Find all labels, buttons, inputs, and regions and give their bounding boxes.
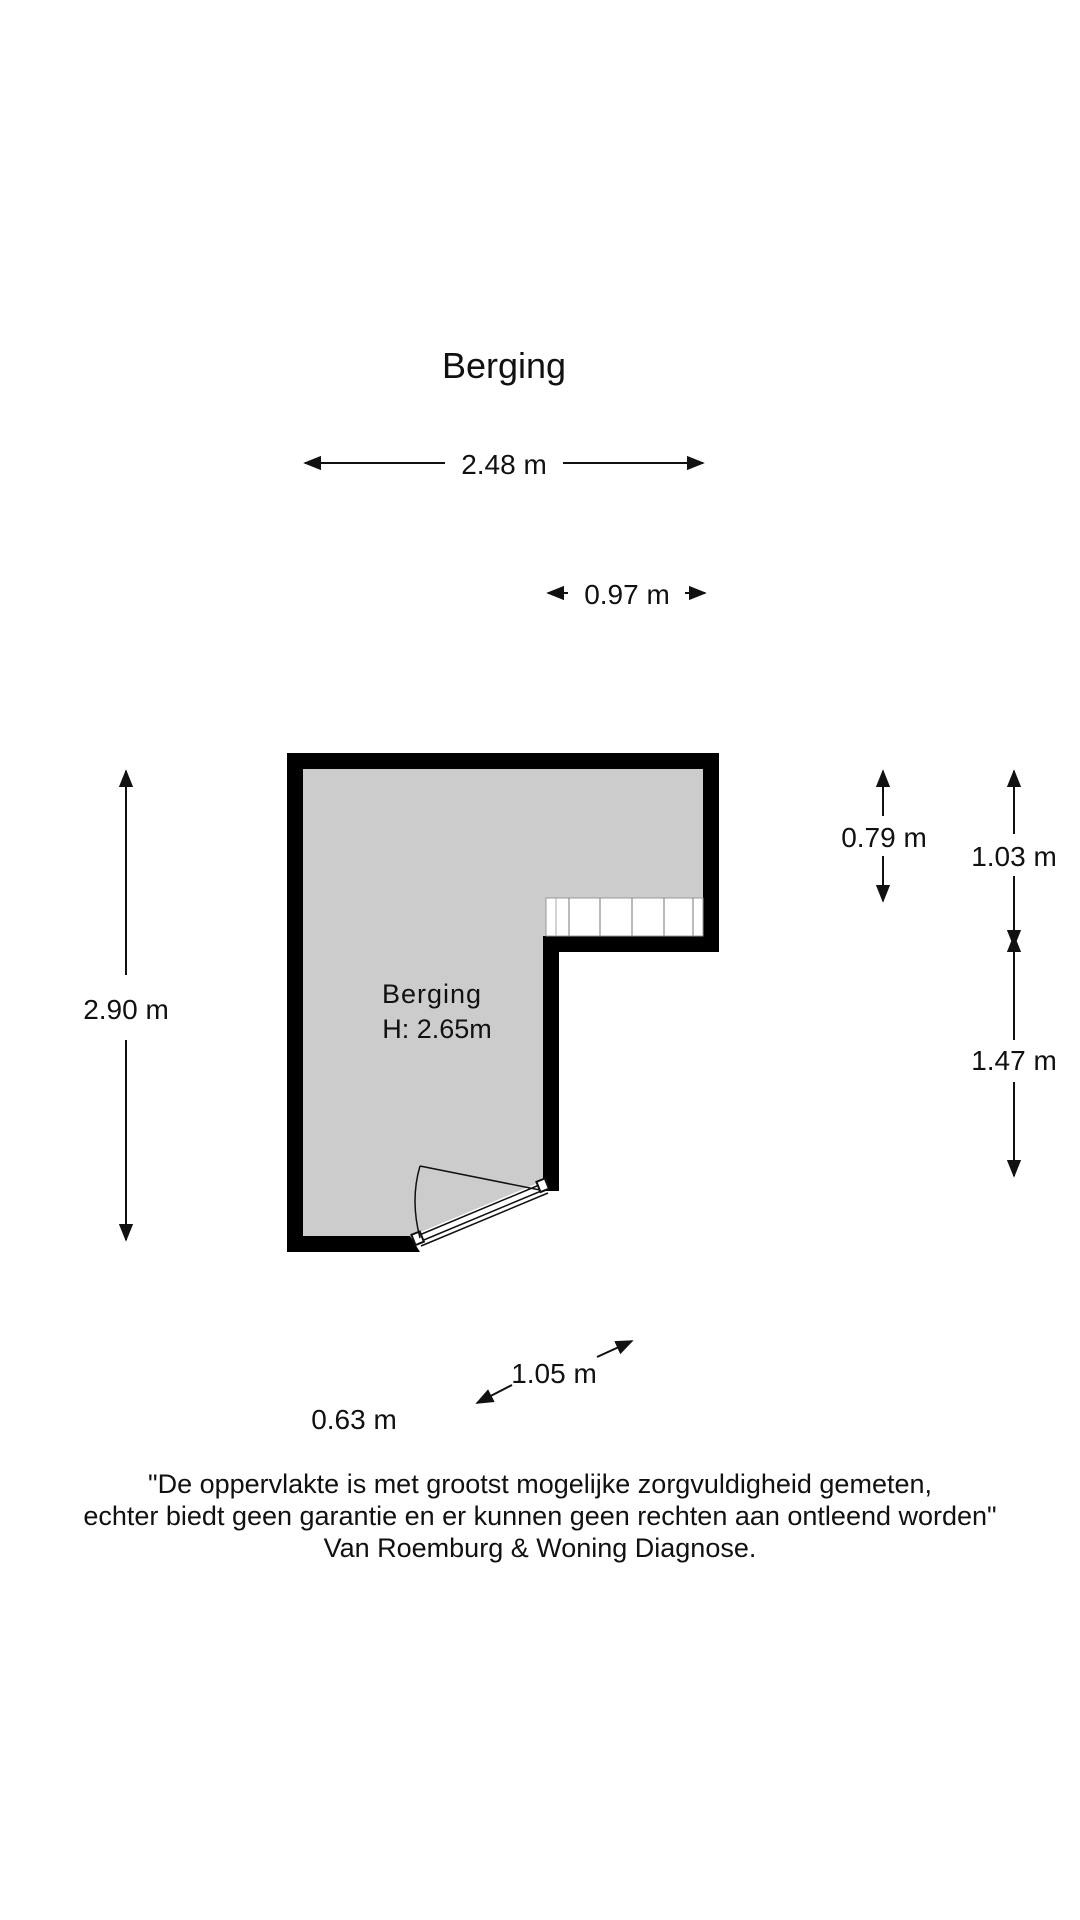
disclaimer-line: Van Roemburg & Woning Diagnose. <box>323 1533 757 1563</box>
dimension-top-width: 2.48 m <box>303 449 705 480</box>
dimension-door-diagonal: 1.05 m <box>475 1340 634 1404</box>
dimension-label: 1.05 m <box>511 1358 597 1389</box>
walls <box>287 753 719 1252</box>
stairs <box>545 897 704 937</box>
dimension-label: 2.90 m <box>83 994 169 1025</box>
dimension-top-right-width: 0.97 m <box>546 579 707 610</box>
dimension-left-height: 2.90 m <box>83 769 169 1242</box>
dimension-label: 0.97 m <box>584 579 670 610</box>
disclaimer-line: "De oppervlakte is met grootst mogelijke… <box>148 1469 932 1499</box>
dimension-label: 1.03 m <box>971 841 1057 872</box>
disclaimer-line: echter biedt geen garantie en er kunnen … <box>83 1501 997 1531</box>
dimension-label: 1.47 m <box>971 1045 1057 1076</box>
dimension-label: 2.48 m <box>461 449 547 480</box>
dimension-door-bottom: 0.63 m <box>311 1404 397 1435</box>
room-name: Berging <box>382 979 482 1009</box>
door <box>410 1165 551 1247</box>
room-height: H: 2.65m <box>382 1014 492 1044</box>
dimension-label: 0.79 m <box>841 822 927 853</box>
room-floor <box>295 766 710 1242</box>
dimension-right-upper: 1.03 m <box>971 769 1057 948</box>
disclaimer: "De oppervlakte is met grootst mogelijke… <box>0 1468 1080 1564</box>
dimension-right-upper-small: 0.79 m <box>841 769 927 903</box>
dimension-right-lower: 1.47 m <box>971 934 1057 1178</box>
plan-title: Berging <box>442 345 566 386</box>
